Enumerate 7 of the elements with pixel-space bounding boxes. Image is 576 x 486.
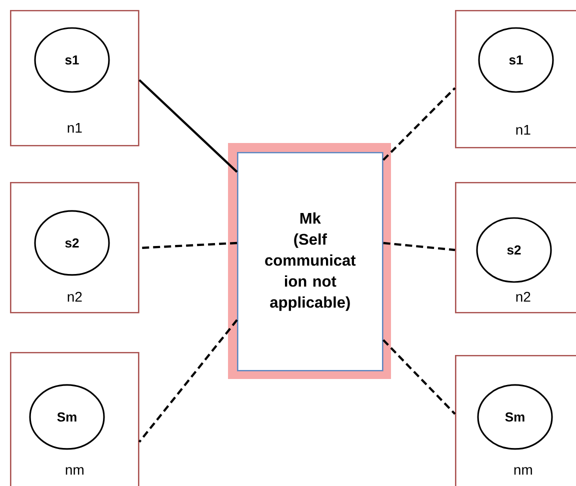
center-box: Mk (Self communicat ion not applicable)	[228, 143, 391, 379]
connector-line	[382, 87, 456, 161]
connector-line	[138, 79, 238, 173]
connector-line	[382, 339, 456, 415]
connector-line	[383, 242, 456, 252]
connector-line	[139, 242, 238, 250]
connector-line	[138, 319, 238, 443]
